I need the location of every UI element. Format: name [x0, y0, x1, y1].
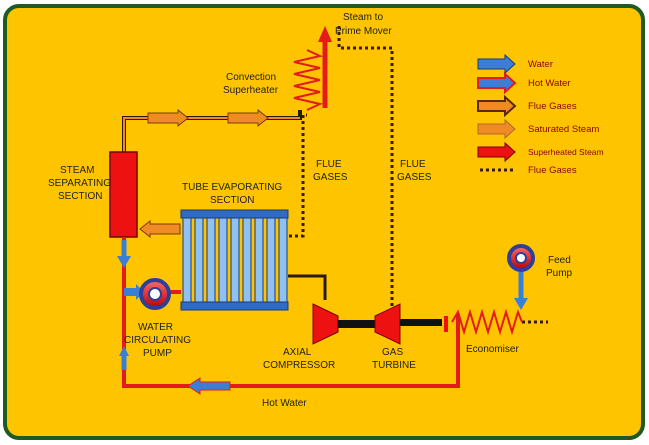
- label-feed-pump-2: Pump: [546, 268, 573, 279]
- legend-icon-flue-gases: [477, 94, 517, 118]
- turbine-output-shaft: [400, 319, 442, 326]
- legend-icon-water: [477, 53, 516, 75]
- separator-down-arrow: [117, 240, 131, 268]
- legend-label-water: Water: [528, 59, 553, 70]
- label-hot-water: Hot Water: [262, 398, 307, 409]
- label-water-circ-3: PUMP: [143, 348, 172, 359]
- legend-icon-hot-water: [477, 71, 517, 95]
- label-tube-evap-2: SECTION: [210, 195, 254, 206]
- label-water-circ-1: WATER: [138, 322, 173, 333]
- saturated-steam-line: [122, 108, 302, 152]
- label-steam-sep-2: SEPARATING: [48, 178, 111, 189]
- legend-label-saturated-steam: Saturated Steam: [528, 124, 599, 135]
- flue-gas-paths: [289, 26, 548, 324]
- legend-icon-saturated-steam: [477, 118, 516, 140]
- economiser-coil: [444, 308, 523, 336]
- legend-label-flue-gases-dotted: Flue Gases: [528, 165, 577, 176]
- label-convection-1: Convection: [226, 72, 276, 83]
- label-steam-sep-1: STEAM: [60, 165, 94, 176]
- label-tube-evap-1: TUBE EVAPORATING: [182, 182, 282, 193]
- steam-arrow-2: [227, 108, 269, 128]
- label-axial-2: COMPRESSOR: [263, 360, 335, 371]
- legend-label-flue-gases: Flue Gases: [528, 101, 577, 112]
- feed-pump: [507, 244, 535, 310]
- compressor-turbine-shaft: [338, 320, 375, 328]
- steam-separator-drum: [109, 151, 138, 238]
- label-steam-sep-3: SECTION: [58, 191, 102, 202]
- legend: Water Hot Water Flue Gases Saturated Ste…: [477, 53, 604, 176]
- label-flue-left-2: GASES: [313, 172, 348, 183]
- gas-turbine: [374, 303, 401, 345]
- legend-icon-superheated-steam: [477, 141, 516, 163]
- label-water-circ-2: CIRCULATING: [124, 335, 191, 346]
- legend-label-superheated-steam: Superheated Steam: [528, 147, 604, 157]
- axial-compressor: [312, 303, 339, 345]
- convection-superheater-coil: [293, 49, 324, 111]
- label-feed-pump-1: Feed: [548, 255, 571, 266]
- label-flue-left-1: FLUE: [316, 159, 342, 170]
- label-steam-to-prime-mover-1: Steam to: [343, 12, 383, 23]
- label-economiser: Economiser: [466, 344, 519, 355]
- pump-inlet-arrow: [124, 284, 144, 300]
- superheater-outlet: [318, 26, 332, 108]
- label-gas-2: TURBINE: [372, 360, 416, 371]
- steam-arrow-1: [147, 108, 189, 128]
- label-axial-1: AXIAL: [283, 347, 312, 358]
- label-steam-to-prime-mover-2: Prime Mover: [335, 26, 392, 37]
- hot-water-arrow: [187, 377, 231, 395]
- label-flue-right-2: GASES: [397, 172, 432, 183]
- label-convection-2: Superheater: [223, 85, 279, 96]
- evaporator-to-separator-arrow: [139, 219, 181, 239]
- label-flue-right-1: FLUE: [400, 159, 426, 170]
- tube-evaporator: [180, 209, 327, 311]
- water-circulating-pump: [139, 278, 171, 310]
- left-pipe-up-arrows: [119, 346, 129, 370]
- legend-label-hot-water: Hot Water: [528, 78, 570, 89]
- label-gas-1: GAS: [382, 347, 403, 358]
